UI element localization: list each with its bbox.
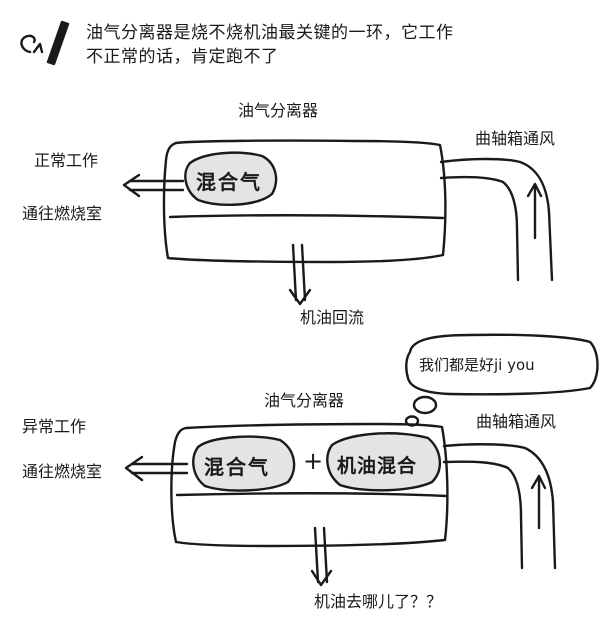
oil-mixture-blob-bottom	[326, 432, 441, 492]
header-line-2: 不正常的话，肯定跑不了	[86, 47, 279, 67]
pencil-icon	[20, 20, 70, 66]
mixture-blob-bottom	[192, 435, 296, 492]
mixture-text-top: 混合气	[196, 170, 262, 194]
thought-bubble	[404, 333, 599, 427]
crankcase-pipe-top	[439, 157, 554, 282]
mixture-text-bottom: 混合气	[204, 455, 270, 479]
crankcase-pipe-bottom	[442, 443, 557, 570]
mixture-blob-top	[184, 151, 278, 206]
to-chamber-bottom: 通往燃烧室	[22, 462, 103, 481]
oil-return-label: 机油回流	[300, 308, 365, 327]
oil-question-label: 机油去哪儿了？？	[314, 592, 443, 611]
status-abnormal: 异常工作	[22, 417, 87, 436]
plus-sign: +	[303, 447, 324, 475]
separator-label-top: 油气分离器	[238, 101, 319, 120]
crankcase-label-bottom: 曲轴箱通风	[476, 412, 557, 431]
crankcase-label-top: 曲轴箱通风	[475, 129, 556, 148]
separator-body-bottom	[170, 422, 449, 548]
separator-body-top	[162, 139, 447, 264]
status-normal: 正常工作	[34, 151, 99, 170]
oil-return-arrow-top	[288, 243, 312, 306]
oil-mixture-text: 机油混合	[337, 455, 418, 477]
separator-label-bottom: 油气分离器	[264, 391, 345, 410]
thought-text: 我们都是好ji you	[419, 356, 535, 374]
oil-question-arrow-bottom	[310, 526, 333, 587]
outflow-arrow-top	[122, 173, 185, 198]
header-line-1: 油气分离器是烧不烧机油最关键的一环，它工作	[86, 23, 454, 43]
to-chamber-top: 通往燃烧室	[22, 204, 103, 223]
outflow-arrow-bottom	[124, 455, 189, 482]
